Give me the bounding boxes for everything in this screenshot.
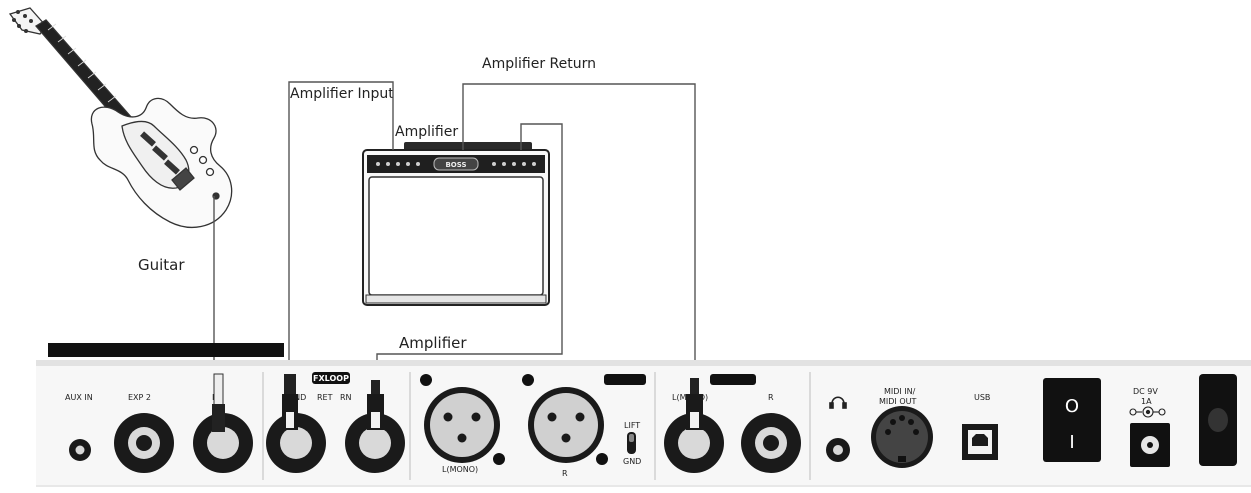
usb-label: USB	[974, 393, 990, 402]
rn-label: RN	[340, 393, 352, 402]
send-plug	[284, 374, 296, 394]
r-jack-label: R	[768, 393, 774, 402]
guitar-neck	[35, 19, 133, 127]
midi-out-label: MIDI OUT	[879, 397, 916, 406]
return-jack-hole	[359, 427, 391, 459]
in-plug-sleeve	[212, 404, 225, 432]
midi-in-label: MIDI IN/	[884, 387, 916, 396]
midi-key	[898, 456, 906, 462]
guitar-knobs	[189, 145, 215, 177]
fxloop-label: FXLOOP	[313, 374, 349, 383]
panel-shadow-bar	[48, 343, 284, 357]
dc-label-line2: 1A	[1141, 397, 1152, 406]
amplifier-grille	[368, 176, 544, 296]
guitar-frets	[47, 23, 117, 103]
amplifier-illustration: BOSS	[362, 142, 550, 306]
midi-port-face	[876, 411, 928, 463]
xlr-right-pins	[547, 412, 585, 443]
l-mono-jack-hole	[678, 427, 710, 459]
xlr-left-face	[430, 393, 494, 457]
xlr-right-latch	[596, 453, 608, 465]
gnd-label: GND	[623, 457, 641, 466]
headphones-icon	[829, 396, 847, 409]
ret-label: RET	[317, 393, 333, 402]
panel-top-edge	[36, 360, 1251, 366]
xlr-left-pins	[443, 412, 481, 443]
security-slot-hole	[1208, 408, 1228, 432]
cable-amp-send-to-return	[376, 123, 563, 378]
power-switch[interactable]	[1043, 378, 1101, 462]
power-off-symbol: I	[1069, 432, 1074, 453]
xlr-screw-right	[522, 374, 534, 386]
dc-label-line1: DC 9V	[1133, 387, 1158, 396]
return-plug	[371, 380, 380, 394]
amplifier-logo-plate	[433, 157, 479, 171]
l-mono-plug-band	[690, 412, 699, 428]
exp2-jack-center	[136, 435, 152, 451]
return-plug-band	[371, 412, 380, 428]
in-jack-hole	[207, 427, 239, 459]
fxloop-badge	[312, 372, 350, 384]
guitar-label: Guitar	[138, 256, 185, 274]
xlr-section-bar	[604, 374, 646, 385]
guitar-bridge	[171, 167, 195, 191]
amplifier-bottom-label: Amplifier	[399, 334, 467, 352]
xlr-right-face	[534, 393, 598, 457]
aux-in-label: AUX IN	[65, 393, 93, 402]
ground-lift-knob	[629, 434, 634, 442]
headphones-jack-hole	[833, 445, 843, 455]
guitar-tuners	[12, 10, 33, 33]
lift-label: LIFT	[624, 421, 640, 430]
send-plug-band	[286, 412, 294, 428]
power-on-symbol: O	[1065, 396, 1079, 417]
r-jack-center	[763, 435, 779, 451]
guitar-illustration	[8, 7, 233, 228]
amplifier-return-label: Amplifier Return	[482, 56, 596, 72]
panel-dividers	[262, 372, 811, 480]
usb-port-tongue	[972, 434, 988, 446]
dc-jack-pin	[1147, 442, 1153, 448]
send-jack-hole	[280, 427, 312, 459]
cable-amp-return-to-output	[462, 83, 696, 378]
exp2-label: EXP 2	[128, 393, 151, 402]
amplifier-brand: BOSS	[445, 161, 466, 169]
guitar-pickups	[140, 131, 180, 175]
xlr-left-label: L(MONO)	[442, 465, 478, 474]
cables	[213, 81, 696, 378]
amplifier-base	[365, 294, 547, 304]
cable-send-to-amp-input	[288, 81, 394, 378]
dc-polarity-icon	[1129, 406, 1166, 418]
xlr-left-latch	[493, 453, 505, 465]
l-mono-plug	[690, 378, 699, 394]
aux-in-jack-hole	[75, 445, 85, 455]
amplifier-input-label: Amplifier Input	[290, 86, 394, 102]
xlr-screw-top	[420, 374, 432, 386]
midi-pins	[885, 415, 919, 435]
output-section-bar	[710, 374, 756, 385]
xlr-right-label: R	[562, 469, 568, 478]
amplifier-top-label: Amplifier	[395, 124, 458, 140]
amplifier-control-knobs	[376, 162, 536, 166]
